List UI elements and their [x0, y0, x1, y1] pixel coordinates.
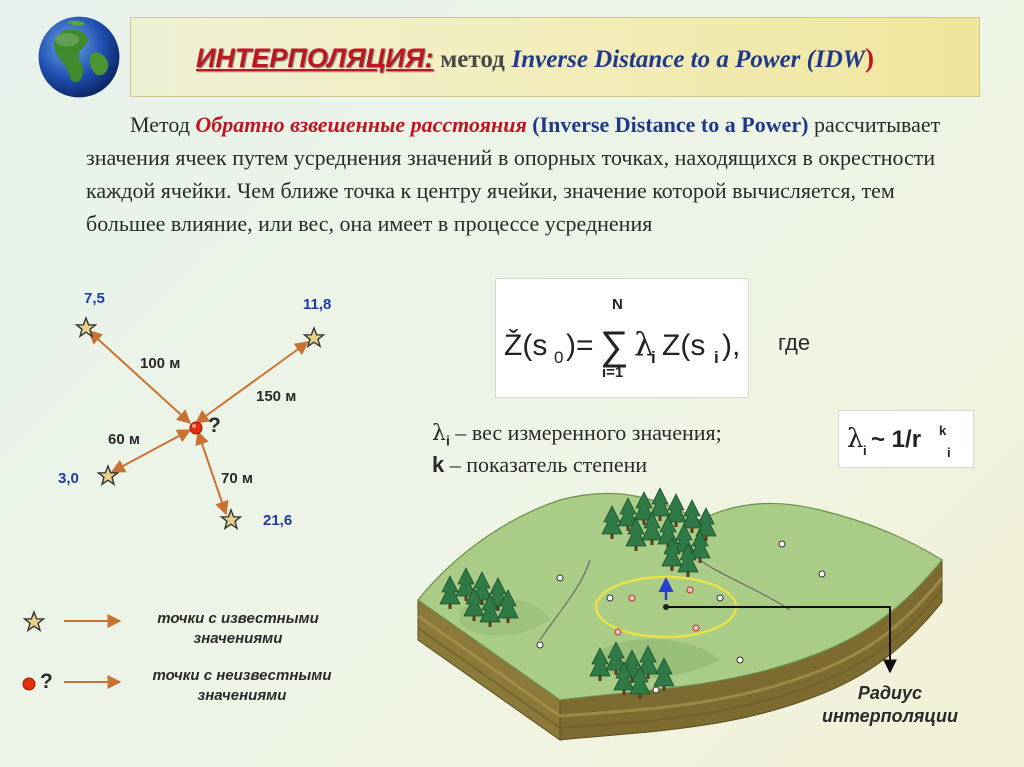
key-unknown-line-2: значениями	[197, 687, 287, 704]
point-value-1: 7,5	[84, 290, 105, 307]
weight-power-sub: i	[947, 445, 951, 460]
weight-formula: λ i ~ 1/r k i	[847, 423, 951, 460]
diagram-key	[22, 611, 122, 691]
title-paren: )	[865, 43, 874, 73]
weight-power: k	[939, 423, 947, 438]
page-title: ИНТЕРПОЛЯЦИЯ: метод Inverse Distance to …	[196, 43, 874, 74]
weight-formula-box: λ i ~ 1/r k i	[838, 410, 974, 468]
distance-label-2: 150 м	[256, 388, 297, 405]
distance-arrow-2	[194, 341, 310, 424]
weight-lambda: λ	[847, 424, 863, 454]
idw-formula: Ž(s 0 )= N ∑ i=1 λ i Z(s i ),	[504, 296, 740, 381]
globe-icon	[38, 16, 120, 98]
radius-pointer-line	[668, 606, 897, 674]
key-known-line-2: значениями	[193, 630, 283, 647]
para-method-ru: Обратно взвешенные расстояния	[195, 112, 527, 137]
para-start: Метод	[130, 112, 190, 137]
formula-lhs-sub: 0	[554, 348, 563, 367]
lambda-sub: i	[445, 432, 450, 449]
known-point-star-4	[220, 509, 242, 529]
formula-lambda: λ	[634, 325, 654, 363]
weight-lambda-sub: i	[863, 443, 867, 458]
formula-sum-bottom: i=1	[602, 364, 623, 381]
formula-box: Ž(s 0 )= N ∑ i=1 λ i Z(s i ),	[495, 278, 749, 398]
radius-label-line-1: Радиус	[857, 683, 923, 703]
unknown-point-dot	[189, 421, 203, 435]
key-known-label: точки с известными значениями	[138, 609, 338, 649]
key-unknown-label: точки с неизвестными значениями	[132, 666, 352, 706]
lambda-symbol: λ	[432, 421, 446, 446]
formula-lhs: Ž(s	[504, 329, 547, 362]
center-point	[663, 604, 669, 610]
para-method-en: (Inverse Distance to a Power)	[532, 112, 809, 137]
distance-arrow-3	[110, 429, 192, 473]
formula-z: Z(s	[662, 329, 705, 362]
distance-arrow-1	[87, 330, 192, 424]
radius-label-line-2: интерполяции	[821, 706, 959, 726]
k-desc: – показатель степени	[449, 452, 648, 477]
formula-lambda-sub: i	[651, 348, 656, 367]
idw-point-diagram	[75, 317, 325, 529]
k-symbol: k	[432, 452, 445, 477]
title-sub: метод	[440, 46, 505, 73]
terrain-illustration	[417, 487, 944, 741]
weight-rest: ~ 1/r	[871, 426, 921, 453]
k-legend: k – показатель степени	[432, 452, 647, 478]
lambda-desc: – вес измеренного значения;	[455, 420, 722, 445]
title-banner	[130, 17, 980, 97]
key-unknown-mark: ?	[40, 670, 53, 693]
title-english: Inverse Distance to a Power (IDW	[511, 46, 865, 73]
point-value-4: 21,6	[263, 512, 293, 529]
formula-sum-symbol: ∑	[600, 324, 629, 368]
formula-z-sub: i	[714, 348, 719, 367]
formula-sum-top: N	[612, 296, 623, 313]
point-value-2: 11,8	[303, 296, 332, 313]
key-unknown-line-1: точки с неизвестными	[152, 667, 332, 684]
key-dot-icon	[22, 677, 36, 691]
formula-where: где	[778, 330, 811, 355]
distance-arrow-4	[195, 430, 229, 516]
known-point-star-3	[97, 465, 119, 485]
radius-label: Радиус интерполяции	[800, 682, 980, 728]
key-known-line-1: точки с известными	[157, 610, 319, 627]
unknown-point-label: ?	[208, 414, 221, 437]
distance-label-4: 70 м	[221, 470, 253, 487]
description-paragraph: Метод Обратно взвешенные расстояния (Inv…	[86, 108, 966, 240]
distance-label-3: 60 м	[108, 431, 140, 448]
para-body: рассчитывает значения ячеек путем усредн…	[86, 112, 941, 236]
formula-lhs-end: )=	[566, 329, 594, 362]
title-main: ИНТЕРПОЛЯЦИЯ:	[196, 43, 434, 73]
lambda-legend: λi – вес измеренного значения;	[432, 420, 722, 448]
point-value-3: 3,0	[58, 470, 79, 487]
formula-z-end: ),	[722, 329, 740, 362]
distance-label-1: 100 м	[140, 355, 181, 372]
key-star-icon	[23, 611, 45, 631]
